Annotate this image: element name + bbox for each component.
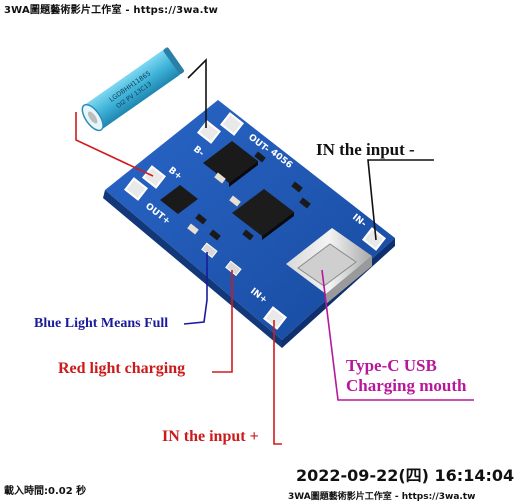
pad-out-minus (219, 112, 245, 136)
protection-ic (203, 141, 258, 187)
pad-in-plus (262, 306, 288, 330)
pad-in-minus (361, 227, 387, 251)
label-typec: Type-C USB Charging mouth (346, 356, 466, 396)
battery-18650: LGDBHH11865 OI2 PV 13C13 (81, 47, 185, 132)
line-battery-minus (187, 58, 207, 128)
label-in-minus: IN the input - (316, 140, 415, 159)
pad-out-plus (123, 177, 149, 201)
timestamp: 2022-09-22(四) 16:14:04 (296, 466, 514, 485)
label-blue-light: Blue Light Means Full (34, 316, 169, 331)
label-in-plus: IN the input + (162, 428, 259, 445)
watermark-top: 3WA圖題藝術影片工作室 - https://3wa.tw (4, 5, 219, 16)
smd-components (187, 151, 311, 241)
pad-b-plus (141, 165, 167, 189)
callout-lines (75, 58, 474, 445)
label-typec-line2: Charging mouth (346, 376, 467, 395)
typec-connector (286, 228, 372, 304)
label-typec-line1: Type-C USB (346, 356, 437, 375)
red-led (225, 260, 242, 277)
watermark-load-time: 載入時間:0.02 秒 (4, 486, 87, 497)
pad-b-minus (196, 120, 222, 144)
line-in-minus (367, 159, 434, 241)
label-red-light: Red light charging (58, 360, 186, 377)
pcb-board: OUT- B- B+ OUT+ 4056 IN- IN+ (103, 100, 395, 348)
mosfet-chip (160, 185, 198, 214)
product-photo: OUT- B- B+ OUT+ 4056 IN- IN+ LGDBHH11865… (75, 47, 474, 445)
charger-ic (232, 189, 294, 240)
line-red-light (212, 270, 233, 373)
watermark-bottom: 3WA圖題藝術影片工作室 - https://3wa.tw (288, 492, 476, 502)
line-battery-plus (75, 112, 154, 177)
line-typec (321, 269, 474, 401)
line-blue-light (183, 252, 208, 325)
line-in-plus (273, 320, 282, 445)
